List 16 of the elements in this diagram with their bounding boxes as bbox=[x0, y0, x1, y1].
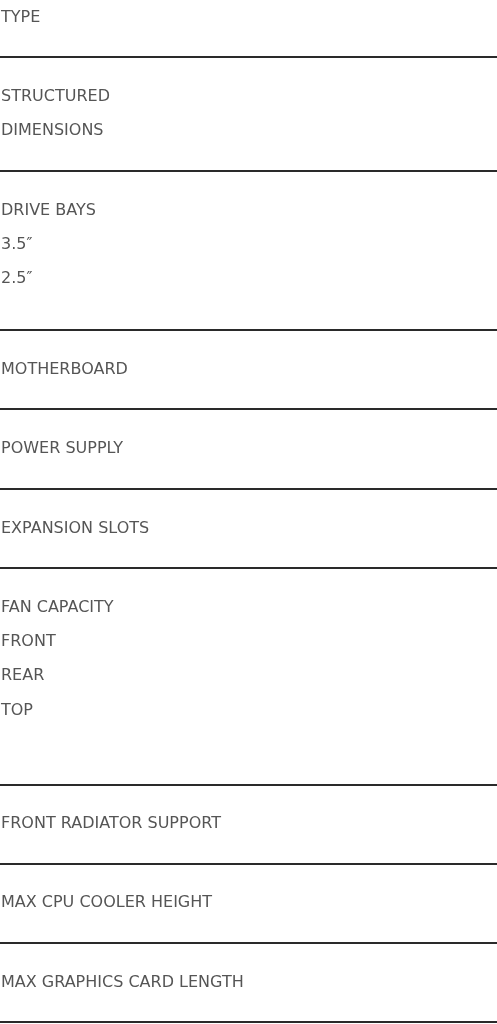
spec-label: TYPE bbox=[1, 7, 41, 27]
spec-label: EXPANSION SLOTS bbox=[1, 518, 150, 538]
spec-label: MAX CPU COOLER HEIGHT bbox=[1, 892, 213, 912]
spec-label: DIMENSIONS bbox=[1, 120, 104, 140]
spec-label: 3.5″ bbox=[1, 234, 33, 254]
spec-label: FRONT RADIATOR SUPPORT bbox=[1, 813, 221, 833]
spec-label: DRIVE BAYS bbox=[1, 200, 96, 220]
spec-label: MOTHERBOARD bbox=[1, 359, 128, 379]
spec-label: FRONT bbox=[1, 631, 56, 651]
spec-label: POWER SUPPLY bbox=[1, 438, 124, 458]
spec-label: STRUCTURED bbox=[1, 86, 110, 106]
spec-label: FAN CAPACITY bbox=[1, 597, 114, 617]
spec-label: REAR bbox=[1, 665, 45, 685]
spec-label: TOP bbox=[1, 700, 33, 720]
spec-label: 2.5″ bbox=[1, 268, 33, 288]
spec-label: MAX GRAPHICS CARD LENGTH bbox=[1, 972, 244, 992]
